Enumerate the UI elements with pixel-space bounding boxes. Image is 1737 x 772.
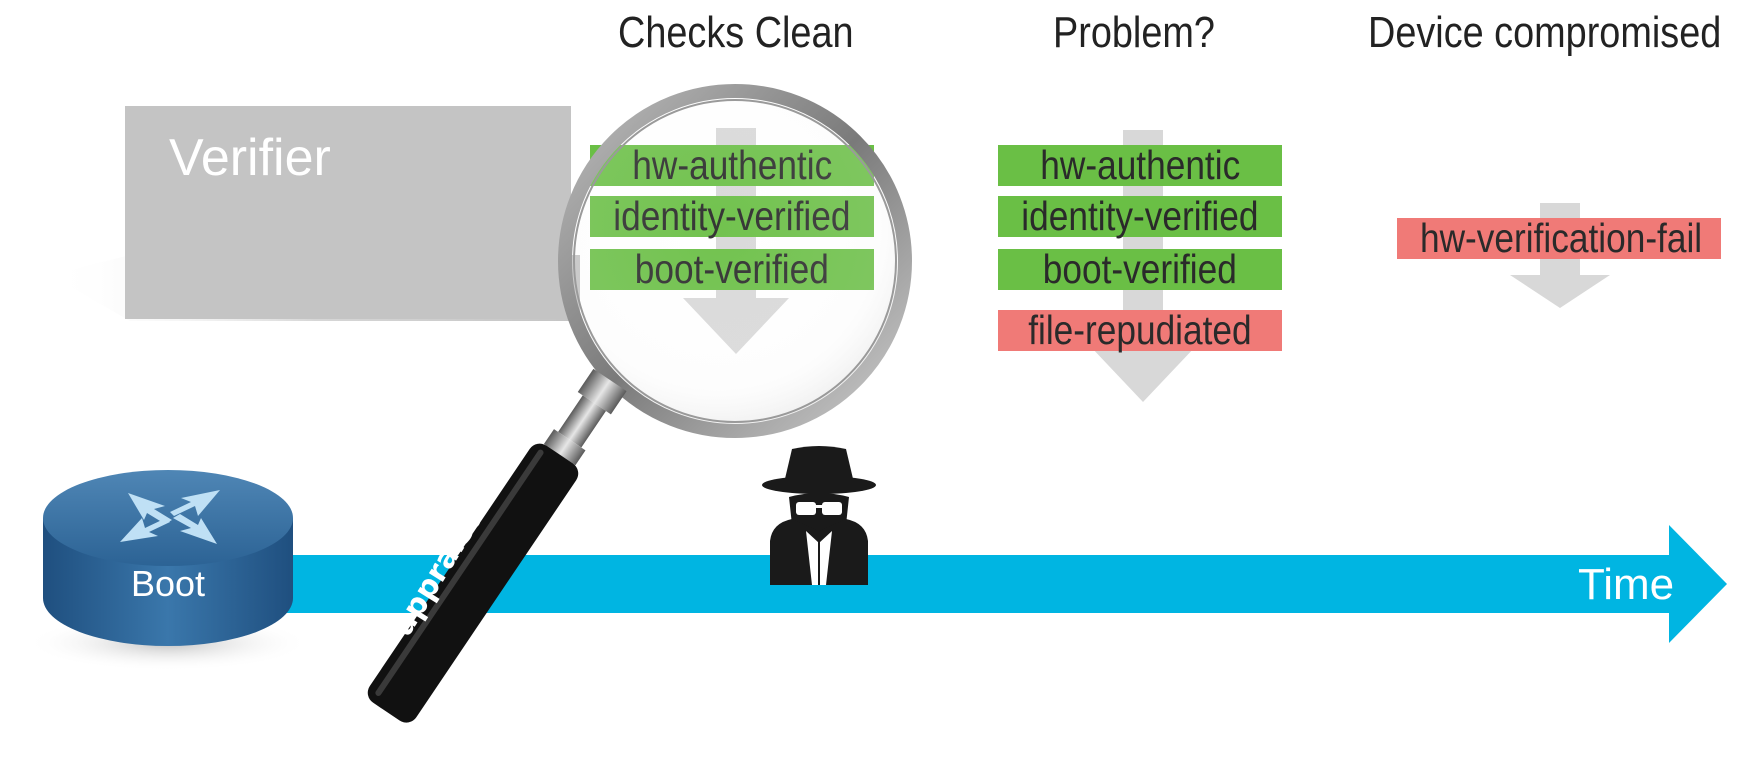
timeline-label: Time: [1578, 560, 1675, 609]
device-label: Boot: [131, 563, 206, 604]
heading-checks-clean: Checks Clean: [618, 8, 854, 57]
router-icon: [26, 470, 310, 671]
heading-device-compromised: Device compromised: [1368, 8, 1722, 57]
claim-file-repudiated: file-repudiated: [998, 310, 1282, 351]
timeline-arrow: [235, 525, 1727, 643]
magnifying-glass-icon: [367, 368, 627, 723]
claim-hw-authentic: hw-authentic: [998, 145, 1282, 186]
claim-identity-verified: identity-verified: [998, 196, 1282, 237]
heading-problem: Problem?: [1053, 8, 1215, 57]
claim-hw-verification-fail: hw-verification-fail: [1397, 218, 1721, 259]
magnifying-glass-lens: [558, 84, 912, 438]
spy-icon: [762, 446, 876, 585]
claim-boot-verified: boot-verified: [998, 249, 1282, 290]
verifier-label: Verifier: [169, 129, 331, 187]
verifier-box: Verifier: [125, 106, 571, 319]
